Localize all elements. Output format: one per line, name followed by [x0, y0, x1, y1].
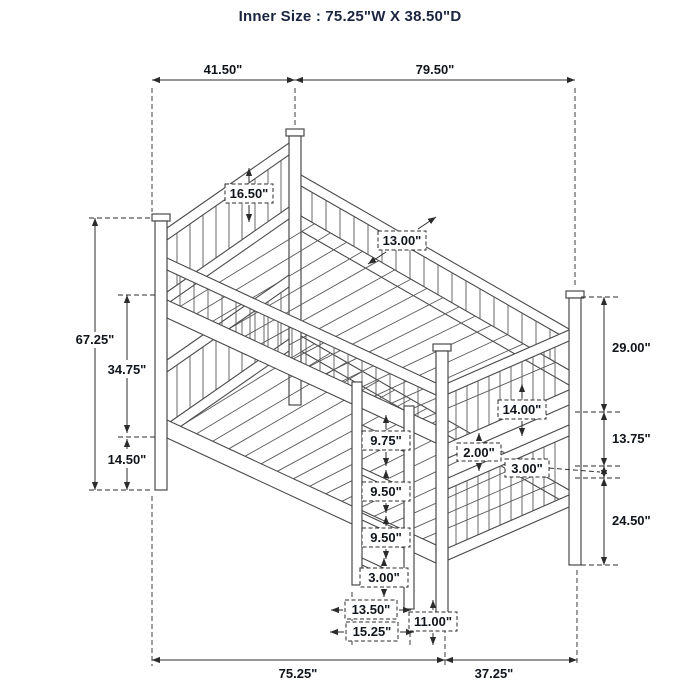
dim-post-height: 11.00"	[408, 600, 458, 645]
upper-front-guard-rail	[166, 257, 437, 444]
dim-label-right-bottom: 24.50"	[612, 513, 651, 528]
dim-bottom: 75.25" 37.25"	[151, 496, 578, 681]
page-title: Inner Size : 75.25"W X 38.50"D	[238, 8, 462, 25]
dim-ladder-widths: 13.50" 15.25"	[330, 592, 414, 648]
dim-label-ladder-gap-lower: 9.50"	[370, 530, 401, 545]
dim-label-left-mid: 34.75"	[108, 362, 147, 377]
dim-right: 29.00" 13.75" 24.50"	[575, 296, 651, 566]
dim-frame-thickness: 2.00"	[456, 433, 502, 471]
dim-label-top-width: 79.50"	[416, 62, 455, 77]
dim-label-ladder-gap-bottom: 3.00"	[368, 570, 399, 585]
front-left-post	[151, 213, 171, 491]
dim-label-left-bottom: 14.50"	[108, 452, 147, 467]
dim-label-top-depth: 41.50"	[204, 62, 243, 77]
dim-top: 41.50" 79.50"	[151, 62, 576, 288]
dim-label-bottom-depth: 37.25"	[475, 666, 514, 681]
dim-label-headboard-panel: 16.50"	[230, 186, 269, 201]
upper-back-spindles	[311, 192, 551, 360]
dim-label-right-top: 29.00"	[612, 340, 651, 355]
dim-label-deck-slat: 13.00"	[383, 233, 422, 248]
dim-rail-gap: 3.00"	[504, 458, 601, 478]
dim-deck-slat: 13.00"	[367, 216, 437, 265]
dim-label-overall-height: 67.25"	[76, 332, 115, 347]
dim-label-rail-gap: 3.00"	[511, 461, 542, 476]
lower-headboard	[166, 273, 290, 438]
bed-drawing	[151, 128, 585, 621]
dim-right-panel: 14.00"	[497, 384, 547, 436]
dim-label-ladder-inner-width: 13.50"	[352, 602, 391, 617]
upper-headboard	[166, 141, 290, 306]
right-upper-spindles	[455, 347, 556, 440]
dim-left-outer: 67.25"	[76, 217, 150, 491]
dim-label-bottom-width: 75.25"	[279, 666, 318, 681]
dim-label-ladder-gap-top: 9.75"	[370, 433, 401, 448]
dim-label-ladder-gap-mid: 9.50"	[370, 484, 401, 499]
dim-label-ladder-outer-width: 15.25"	[353, 624, 392, 639]
dim-label-right-panel: 14.00"	[503, 402, 542, 417]
dim-headboard-panel: 16.50"	[224, 168, 274, 222]
dim-ladder-gaps: 9.75" 9.50" 9.50" 3.00"	[359, 415, 411, 597]
dim-label-frame-thickness: 2.00"	[463, 445, 494, 460]
front-right-post	[432, 343, 452, 621]
dim-left-inner: 34.75" 14.50"	[108, 294, 155, 490]
upper-front-spindles	[179, 276, 419, 417]
dim-label-right-mid: 13.75"	[612, 431, 651, 446]
dim-label-post-height: 11.00"	[414, 614, 452, 629]
